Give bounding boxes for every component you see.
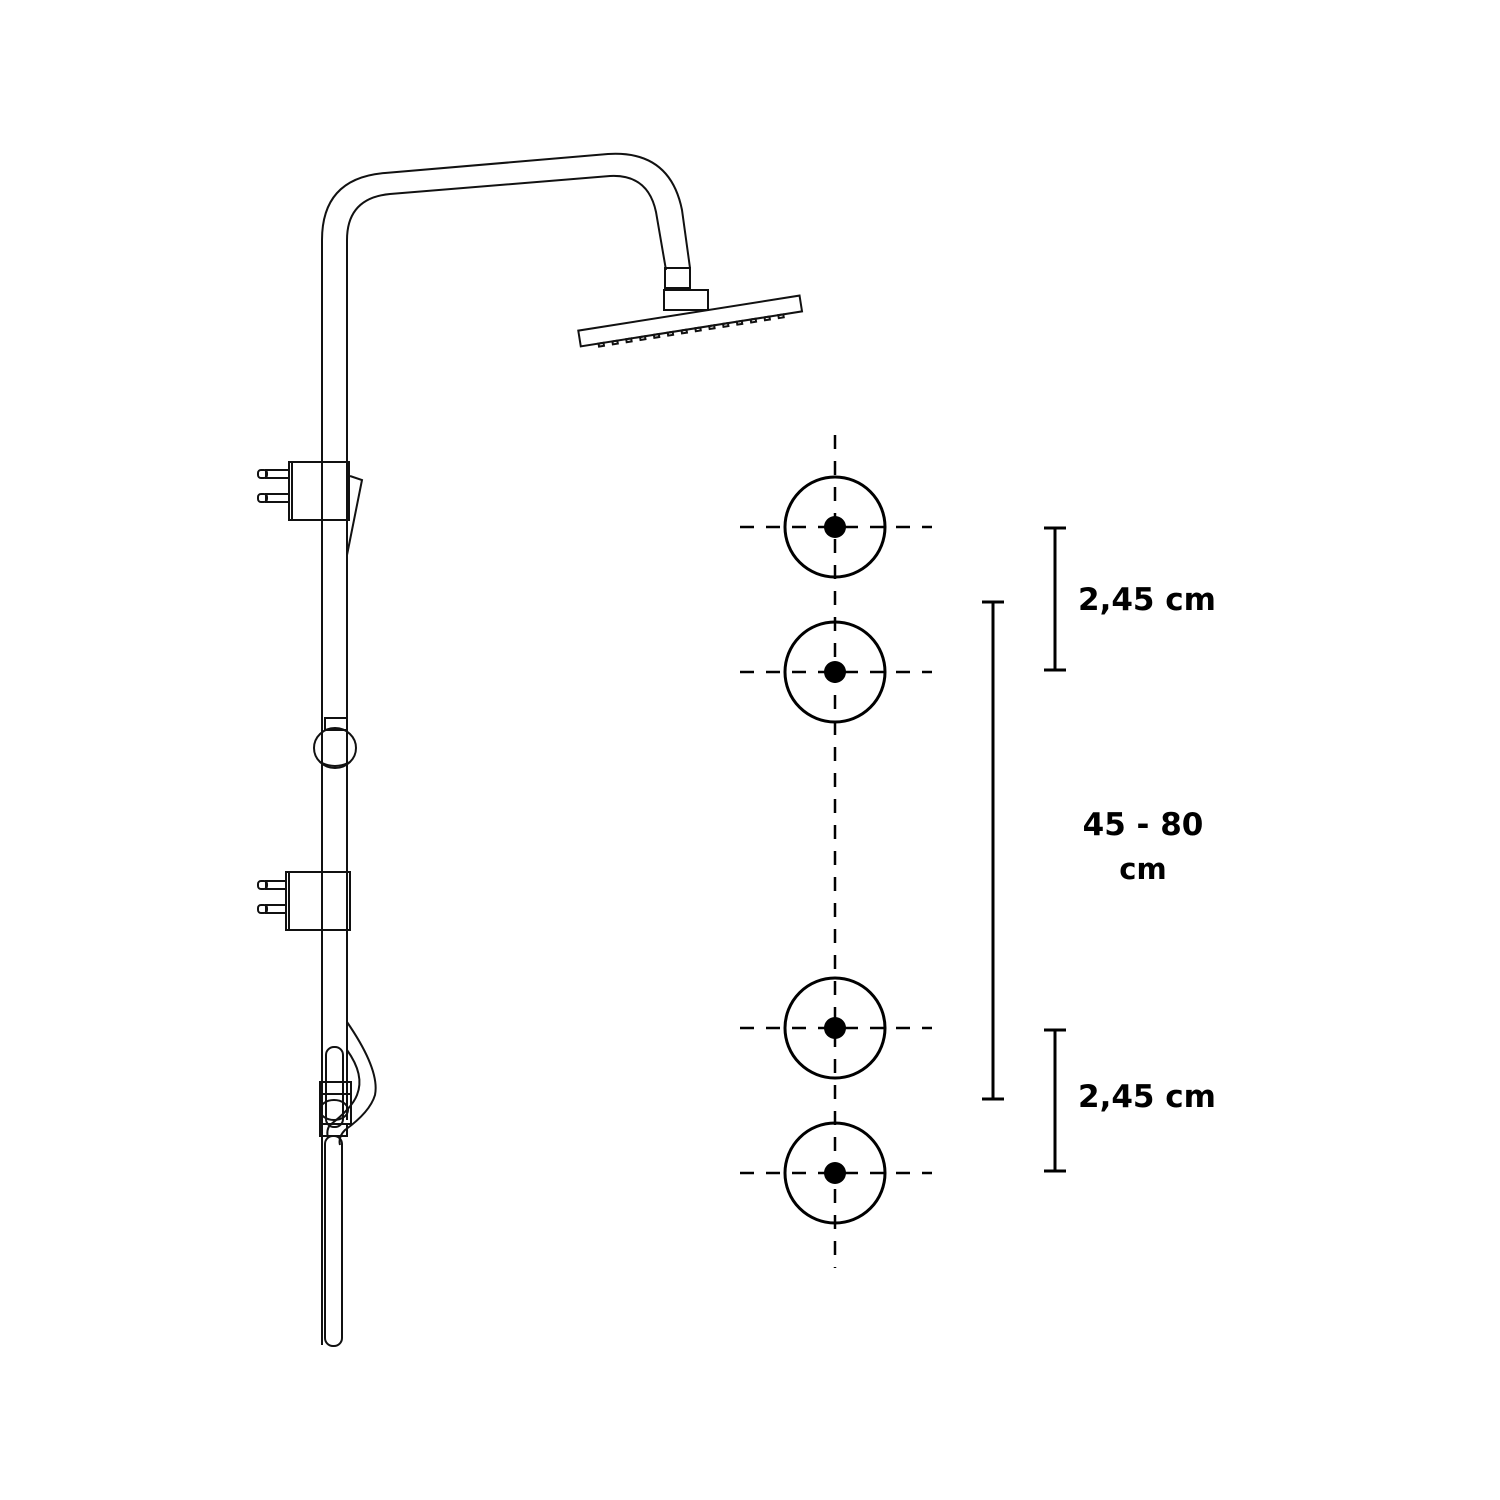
- shower-column: [257, 152, 804, 1347]
- lower-wall-bracket: [257, 871, 351, 931]
- center-distance-value-label: 45 - 80: [1082, 807, 1204, 843]
- rain-shower-plate: [577, 294, 804, 348]
- hand-shower: [319, 1046, 352, 1347]
- bottom-spacing-label: 2,45 cm: [1078, 1079, 1216, 1115]
- riser-pipe-inner: [346, 174, 667, 1120]
- top-spacing-label: 2,45 cm: [1078, 582, 1216, 618]
- upper-wall-bracket: [257, 461, 364, 556]
- connection-point-2: [740, 620, 932, 724]
- height-adjust-knob: [313, 717, 357, 769]
- connection-point-3: [740, 976, 932, 1080]
- connection-point-4: [740, 1121, 932, 1225]
- shower-head: [577, 267, 804, 348]
- nozzles: [597, 313, 785, 348]
- center-distance-unit-label: cm: [1119, 852, 1167, 886]
- riser-pipe-outer: [321, 152, 691, 1345]
- head-swivel: [663, 289, 709, 311]
- diverter-lever: [346, 475, 364, 556]
- dimension-line-top: [1044, 526, 1066, 672]
- wall-connection-layout: [740, 435, 1066, 1268]
- dimension-line-center: [982, 600, 1004, 1101]
- connection-point-1: [740, 475, 932, 579]
- head-connector: [664, 267, 691, 289]
- dimension-line-bottom: [1044, 1028, 1066, 1173]
